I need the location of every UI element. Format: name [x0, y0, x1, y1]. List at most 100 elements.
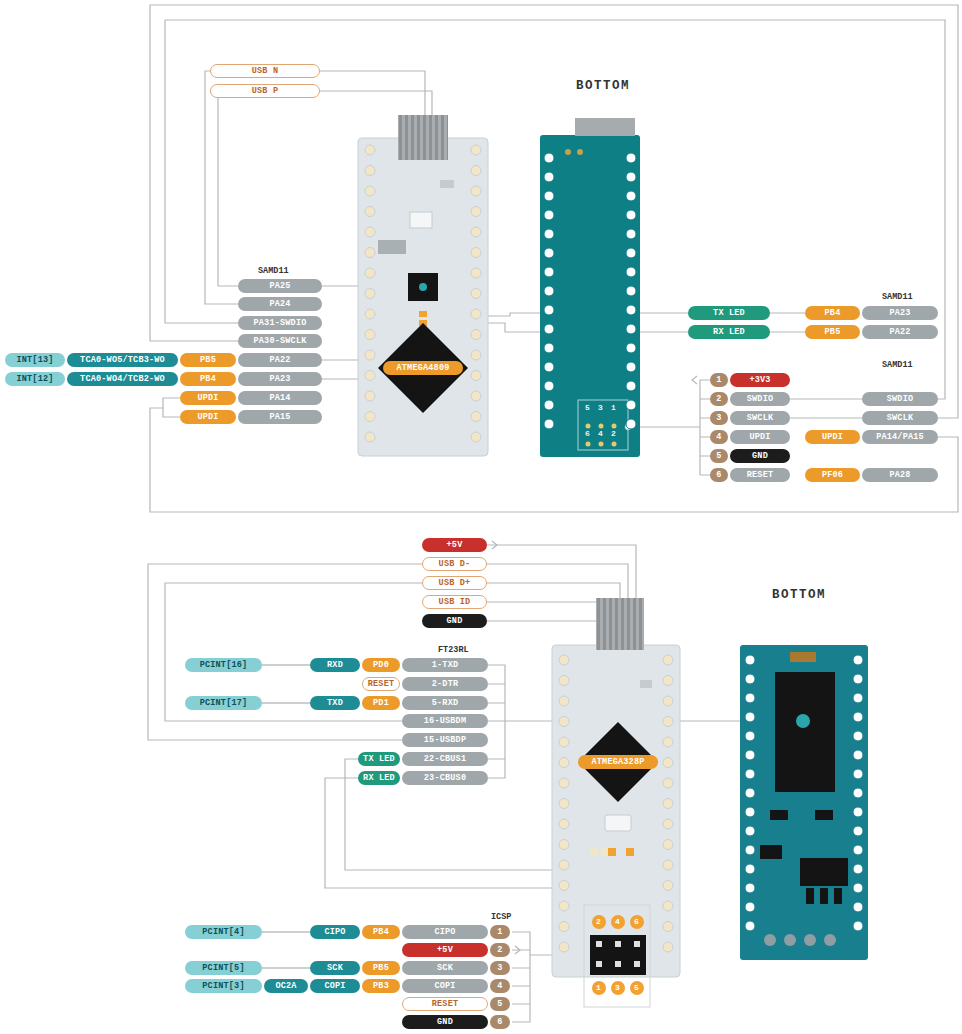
- pin-text: USB D-: [439, 557, 471, 571]
- pin-text: SWCLK: [887, 411, 914, 425]
- pin-text: 2: [716, 392, 721, 406]
- pin-text: CIPO: [434, 925, 455, 939]
- pin-text: PCINT[16]: [200, 658, 248, 672]
- pin-number: 4: [598, 430, 603, 438]
- pin-label: PCINT[3]: [185, 979, 262, 993]
- pin-number: 1: [611, 404, 616, 412]
- pin-label: 6: [490, 1015, 510, 1029]
- pin-text: +3V3: [749, 373, 770, 387]
- pin-connector: [262, 932, 310, 933]
- pin-label: 5: [710, 449, 728, 463]
- heading-label: ICSP: [491, 913, 511, 922]
- pin-label: SCK: [310, 961, 360, 975]
- pin-text: PB4: [825, 306, 841, 320]
- pin-text: 4: [497, 979, 502, 993]
- pin-text: TXD: [327, 696, 343, 710]
- pin-text: PA15: [269, 410, 290, 424]
- pin-label: 4: [710, 430, 728, 444]
- pin-text: COPI: [434, 979, 455, 993]
- pin-label: 22-CBUS1: [402, 752, 488, 766]
- pin-label: PB5: [180, 353, 236, 367]
- pin-text: OC2A: [275, 979, 296, 993]
- pin-text: 3: [716, 411, 721, 425]
- pin-text: GND: [752, 449, 768, 463]
- pin-number: 3: [615, 984, 620, 992]
- pin-connector: [262, 968, 310, 969]
- pin-label: PA22: [238, 353, 322, 367]
- pin-text: RX LED: [363, 771, 395, 785]
- pin-text: PA30-SWCLK: [253, 334, 306, 348]
- pin-label: +5V: [422, 538, 487, 552]
- heading-label: SAMD11: [882, 361, 913, 370]
- pin-text: SCK: [437, 961, 453, 975]
- pin-label: PA14/PA15: [862, 430, 938, 444]
- pin-text: INT[12]: [16, 372, 53, 386]
- pin-text: 22-CBUS1: [424, 752, 466, 766]
- pin-text: USB P: [252, 84, 279, 98]
- pin-label: PCINT[17]: [185, 696, 262, 710]
- pin-label: USB D-: [422, 557, 487, 571]
- pin-label: UPDI: [180, 410, 236, 424]
- pin-label: RX LED: [688, 325, 770, 339]
- pin-label: UPDI: [180, 391, 236, 405]
- pin-text: ATMEGA328P: [591, 755, 644, 769]
- pin-label: 2-DTR: [402, 677, 488, 691]
- pin-text: 6: [716, 468, 721, 482]
- pin-label: SWDIO: [730, 392, 790, 406]
- pin-label: PB5: [362, 961, 400, 975]
- pin-label: PA14: [238, 391, 322, 405]
- pin-label: PB3: [362, 979, 400, 993]
- pin-label: OC2A: [264, 979, 308, 993]
- pin-text: 1: [497, 925, 502, 939]
- pin-label: 1: [490, 925, 510, 939]
- heading-label: BOTTOM: [772, 589, 826, 602]
- pin-label: USB N: [210, 64, 320, 78]
- pin-text: PD0: [373, 658, 389, 672]
- pin-label: PA24: [238, 297, 322, 311]
- pin-label: 3: [490, 961, 510, 975]
- pin-label: UPDI: [805, 430, 860, 444]
- pin-text: PCINT[5]: [202, 961, 244, 975]
- pin-text: TX LED: [713, 306, 745, 320]
- pin-label: 15-USBDP: [402, 733, 488, 747]
- pin-label: PB5: [805, 325, 860, 339]
- pin-label: SWCLK: [862, 411, 938, 425]
- pin-text: USB N: [252, 64, 279, 78]
- pin-label: ATMEGA4809: [383, 361, 463, 375]
- pin-text: GND: [437, 1015, 453, 1029]
- pin-label: 1: [710, 373, 728, 387]
- pin-label: +3V3: [730, 373, 790, 387]
- pin-connector: [262, 665, 310, 666]
- pin-text: PA22: [269, 353, 290, 367]
- pin-number: 6: [585, 430, 590, 438]
- pin-label: PA23: [862, 306, 938, 320]
- pin-label: 5: [490, 997, 510, 1011]
- pin-label: COPI: [402, 979, 488, 993]
- pin-label: PB4: [180, 372, 236, 386]
- pin-label: 16-USBDM: [402, 714, 488, 728]
- pin-label: SWDIO: [862, 392, 938, 406]
- pin-text: RESET: [368, 677, 395, 691]
- pin-text: COPI: [324, 979, 345, 993]
- pin-label: 1-TXD: [402, 658, 488, 672]
- pin-label: PB4: [805, 306, 860, 320]
- pin-label: PD0: [362, 658, 400, 672]
- pin-text: PCINT[4]: [202, 925, 244, 939]
- pin-text: +5V: [437, 943, 453, 957]
- heading-label: SAMD11: [258, 267, 289, 276]
- pin-label: SCK: [402, 961, 488, 975]
- pin-label: GND: [730, 449, 790, 463]
- pin-text: SCK: [327, 961, 343, 975]
- pin-text: PA25: [269, 279, 290, 293]
- pin-text: 4: [716, 430, 721, 444]
- pin-label: RESET: [362, 677, 400, 691]
- pin-text: ATMEGA4809: [396, 361, 449, 375]
- pin-text: USB ID: [439, 595, 471, 609]
- pin-label: PA30-SWCLK: [238, 334, 322, 348]
- pin-text: 5: [716, 449, 721, 463]
- pin-label: 2: [710, 392, 728, 406]
- pin-text: 15-USBDP: [424, 733, 466, 747]
- pin-text: 5: [497, 997, 502, 1011]
- pin-text: PD1: [373, 696, 389, 710]
